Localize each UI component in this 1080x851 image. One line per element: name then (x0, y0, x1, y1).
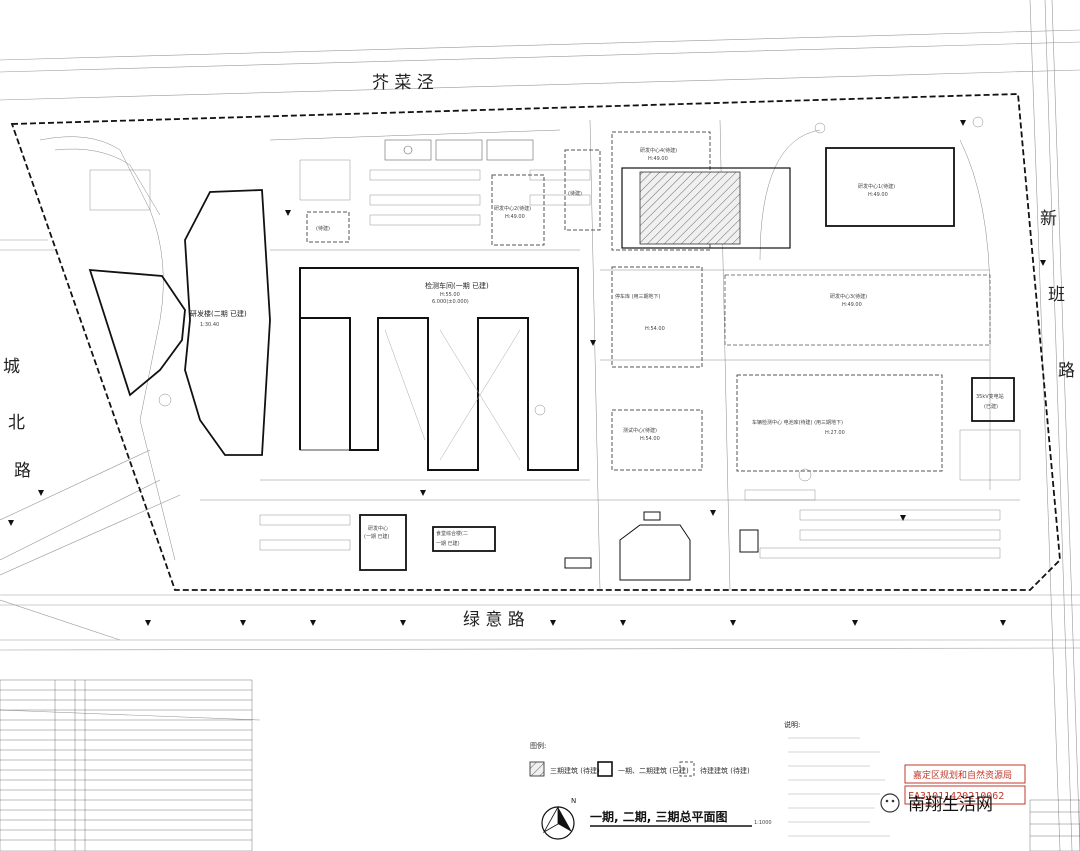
road-west-char-3: 路 (14, 461, 31, 481)
watermark: 南翔生活网 (880, 793, 993, 815)
svg-text:H:49.00: H:49.00 (648, 156, 668, 162)
small-structures (564, 511, 759, 581)
road-east-char-1: 新 (1040, 209, 1057, 229)
svg-text:(待建): (待建) (568, 190, 582, 197)
road-west-char-1: 城 (3, 357, 20, 377)
rnd-center-2: 研发中心2(待建) H:49.00 (491, 174, 545, 246)
svg-text:停车库 (用三期地下): 停车库 (用三期地下) (615, 293, 661, 300)
title-block (1029, 799, 1080, 851)
svg-text:(一期 已建): (一期 已建) (364, 533, 390, 540)
wechat-icon (880, 793, 900, 813)
svg-text:研发中心: 研发中心 (368, 525, 388, 532)
kv-substation: 35kV变电站 (已建) (971, 377, 1015, 422)
svg-text:研发中心2(待建): 研发中心2(待建) (494, 205, 531, 212)
courtyard-paths (384, 329, 521, 461)
unbuilt-n: (待建) (564, 149, 601, 231)
vehicle-test-center: 车辆检测中心 电池库(待建) (用三期地下) H:27.00 (736, 374, 943, 472)
north-arrow-icon: N (541, 797, 576, 840)
rnd-center-phase1: 研发中心 (一期 已建) (359, 514, 407, 571)
rnd-building-2: 研发楼(二期 已建) 1:30.40 (88, 189, 271, 456)
legend-heading: 图例: (530, 741, 546, 750)
legend-item-planned: 待建建筑 (待建) (700, 766, 750, 775)
road-south-label: 绿 意 路 (463, 610, 525, 630)
sports-courts (384, 139, 534, 161)
legend-swatch-planned (679, 761, 695, 777)
svg-text:研发中心3(待建): 研发中心3(待建) (830, 293, 867, 300)
svg-text:H:54.00: H:54.00 (645, 326, 665, 332)
drawing-scale: 1:1000 (754, 820, 772, 826)
stamp-authority: 嘉定区规划和自然资源局 (913, 769, 1012, 781)
svg-text:6.000(±0.000): 6.000(±0.000) (432, 299, 469, 305)
svg-text:测试中心(待建): 测试中心(待建) (623, 427, 657, 434)
svg-text:食堂综合楼(二: 食堂综合楼(二 (436, 530, 468, 537)
approval-stamp: 嘉定区规划和自然资源局 FA31011420210062 (904, 764, 1026, 805)
svg-text:H:49.00: H:49.00 (842, 302, 862, 308)
drawing-title: 一期, 二期, 三期总平面图 1:1000 (590, 809, 772, 827)
svg-text:(待建): (待建) (316, 225, 330, 232)
svg-text:研发中心4(待建): 研发中心4(待建) (640, 147, 677, 154)
legend-item-phase3: 三期建筑 (待建) (550, 766, 600, 775)
legend-swatch-built (597, 761, 613, 777)
road-east-char-3: 路 (1058, 361, 1075, 381)
svg-text:H:54.00: H:54.00 (640, 436, 660, 442)
svg-text:1:30.40: 1:30.40 (200, 322, 219, 328)
svg-text:H:49.00: H:49.00 (868, 192, 888, 198)
svg-text:H:49.00: H:49.00 (505, 214, 525, 220)
test-workshop-label: 检测车间(一期 已建) (425, 281, 489, 290)
svg-text:H:27.00: H:27.00 (825, 430, 845, 436)
svg-text:一期 已建): 一期 已建) (436, 540, 460, 547)
svg-text:H:55.00: H:55.00 (440, 292, 460, 298)
site-boundary (10, 93, 1061, 591)
watermark-text: 南翔生活网 (908, 795, 993, 815)
elevation-markers (8, 120, 1046, 626)
legend-swatch-phase3 (529, 761, 545, 777)
notes-heading: 说明: (784, 720, 800, 729)
rnd-center-3: 研发中心3(待建) H:49.00 (724, 274, 991, 346)
rnd-building-2-label: 研发楼(二期 已建) (190, 309, 247, 318)
north-arrow-label: N (571, 797, 576, 805)
road-labels: 芥 菜 泾 绿 意 路 城 北 路 新 班 路 (3, 73, 1075, 630)
road-east-char-2: 班 (1048, 285, 1065, 305)
rnd-center-1: 研发中心1(待建) H:49.00 (825, 147, 955, 227)
road-north-label: 芥 菜 泾 (372, 73, 434, 93)
svg-text:研发中心1(待建): 研发中心1(待建) (858, 183, 895, 190)
rnd-center-4: 研发中心4(待建) H:49.00 (611, 131, 791, 251)
legend-item-built: 一期、二期建筑 (已建) (618, 766, 689, 775)
test-center: 测试中心(待建) H:54.00 (611, 409, 703, 471)
unbuilt-nw: (待建) (306, 211, 350, 243)
svg-text:35kV变电站: 35kV变电站 (976, 393, 1004, 400)
test-workshop: 检测车间(一期 已建) H:55.00 6.000(±0.000) (299, 267, 579, 471)
technical-table (0, 679, 253, 851)
drawing-title-text: 一期, 二期, 三期总平面图 (590, 809, 727, 824)
legend: 图例: 三期建筑 (待建) 一期、二期建筑 (已建) 待建建筑 (待建) (529, 741, 750, 777)
road-west-char-2: 北 (8, 413, 25, 433)
parking-garage: 停车库 (用三期地下) H:54.00 (611, 266, 703, 368)
svg-text:(已建): (已建) (984, 403, 998, 410)
canteen: 食堂综合楼(二 一期 已建) (432, 526, 496, 552)
svg-text:车辆检测中心 电池库(待建) (用三期地下): 车辆检测中心 电池库(待建) (用三期地下) (752, 419, 843, 426)
notes: 说明: (784, 720, 890, 837)
stamp-code: FA31011420210062 (908, 791, 1004, 802)
parking-stalls (89, 159, 1021, 559)
